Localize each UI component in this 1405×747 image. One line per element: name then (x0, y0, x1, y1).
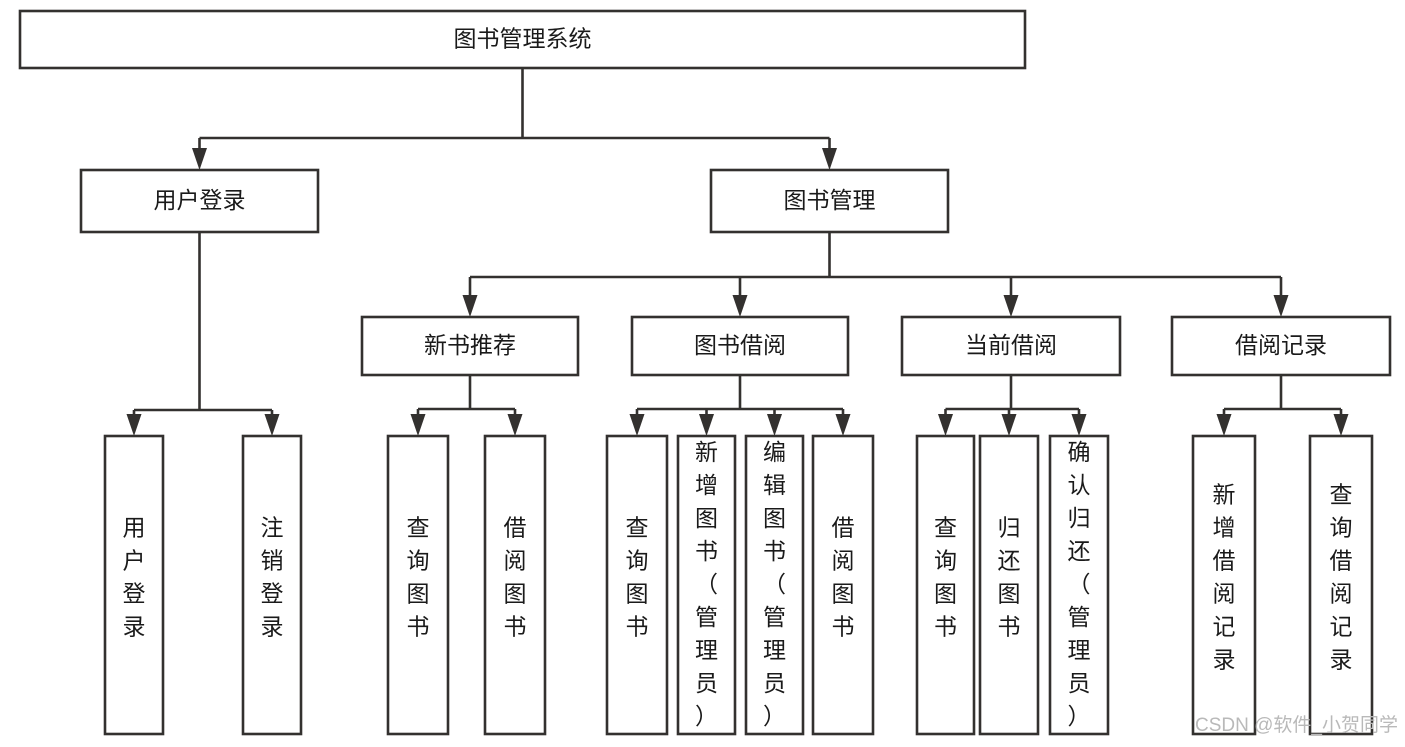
node-label-leaf-query-book-1: 查询图书 (407, 515, 430, 640)
node-label-leaf-add-book: 新增图书（管理员） (695, 439, 718, 729)
node-box-leaf-add-book[interactable] (676, 434, 737, 736)
connector-group-user-login (126, 232, 280, 436)
node-label-new-book-recommend: 新书推荐 (424, 332, 516, 358)
node-leaf-query-record[interactable]: 查询借阅记录 (1308, 434, 1374, 736)
arrow-head-icon (126, 414, 142, 436)
node-label-leaf-query-record: 查询借阅记录 (1330, 482, 1353, 673)
node-label-leaf-return-book: 归还图书 (998, 515, 1021, 640)
node-leaf-return-book[interactable]: 归还图书 (978, 434, 1040, 736)
node-leaf-borrow-book-1[interactable]: 借阅图书 (483, 434, 547, 736)
node-leaf-add-book[interactable]: 新增图书（管理员） (676, 434, 737, 736)
node-label-leaf-user-login: 用户登录 (123, 515, 146, 640)
node-book-manage[interactable]: 图书管理 (709, 168, 950, 234)
node-layer: 图书管理系统用户登录图书管理新书推荐图书借阅当前借阅借阅记录用户登录注销登录查询… (18, 9, 1392, 736)
csdn-watermark: CSDN @软件_小贺同学 (1195, 714, 1398, 736)
arrow-head-icon (822, 148, 837, 170)
arrow-head-icon (835, 414, 851, 436)
node-label-root: 图书管理系统 (454, 26, 592, 52)
connector-group-book-borrow (629, 375, 851, 436)
connector-group-borrow-record (1216, 375, 1349, 436)
arrow-head-icon (699, 414, 714, 436)
node-box-leaf-confirm-return[interactable] (1048, 434, 1110, 736)
node-borrow-record[interactable]: 借阅记录 (1170, 315, 1392, 377)
node-box-leaf-query-book-2[interactable] (605, 434, 669, 736)
connector-group-book-manage (462, 232, 1289, 317)
node-box-leaf-query-book-3[interactable] (915, 434, 976, 736)
node-box-leaf-edit-book[interactable] (744, 434, 805, 736)
node-label-book-manage: 图书管理 (784, 187, 876, 213)
arrow-head-icon (1071, 414, 1087, 436)
node-box-leaf-query-book-1[interactable] (386, 434, 450, 736)
node-box-user-login[interactable] (79, 168, 320, 234)
node-leaf-query-book-2[interactable]: 查询图书 (605, 434, 669, 736)
arrow-head-icon (192, 148, 207, 170)
node-label-leaf-confirm-return: 确认归还（管理员） (1068, 439, 1091, 729)
node-box-new-book-recommend[interactable] (360, 315, 580, 377)
node-box-leaf-return-book[interactable] (978, 434, 1040, 736)
arrow-head-icon (1333, 414, 1349, 436)
arrow-head-icon (1001, 414, 1017, 436)
connector-group-current-borrow (938, 375, 1087, 436)
arrow-head-icon (1273, 295, 1289, 317)
arrow-head-icon (732, 295, 748, 317)
node-box-book-borrow[interactable] (630, 315, 850, 377)
arrow-head-icon (629, 414, 645, 436)
node-box-leaf-borrow-book-2[interactable] (811, 434, 875, 736)
connector-group-root (192, 68, 837, 170)
node-leaf-borrow-book-2[interactable]: 借阅图书 (811, 434, 875, 736)
node-leaf-user-login[interactable]: 用户登录 (103, 434, 165, 736)
node-new-book-recommend[interactable]: 新书推荐 (360, 315, 580, 377)
node-book-borrow[interactable]: 图书借阅 (630, 315, 850, 377)
node-label-user-login: 用户登录 (154, 187, 246, 213)
node-box-leaf-logout[interactable] (241, 434, 303, 736)
node-label-leaf-borrow-book-1: 借阅图书 (504, 515, 527, 640)
node-label-leaf-borrow-book-2: 借阅图书 (832, 515, 855, 640)
node-current-borrow[interactable]: 当前借阅 (900, 315, 1122, 377)
arrow-head-icon (410, 414, 426, 436)
node-root[interactable]: 图书管理系统 (18, 9, 1027, 70)
arrow-head-icon (462, 295, 478, 317)
node-box-leaf-add-record[interactable] (1191, 434, 1257, 736)
node-label-borrow-record: 借阅记录 (1235, 332, 1327, 358)
arrow-head-icon (264, 414, 280, 436)
node-label-leaf-logout: 注销登录 (261, 515, 284, 640)
node-label-book-borrow: 图书借阅 (694, 332, 786, 358)
arrow-head-icon (1216, 414, 1232, 436)
node-label-leaf-edit-book: 编辑图书（管理员） (763, 439, 786, 729)
node-leaf-query-book-3[interactable]: 查询图书 (915, 434, 976, 736)
node-leaf-add-record[interactable]: 新增借阅记录 (1191, 434, 1257, 736)
arrow-head-icon (767, 414, 782, 436)
node-box-leaf-user-login[interactable] (103, 434, 165, 736)
node-box-borrow-record[interactable] (1170, 315, 1392, 377)
node-label-leaf-query-book-2: 查询图书 (626, 515, 649, 640)
node-label-leaf-add-record: 新增借阅记录 (1213, 482, 1236, 673)
arrow-head-icon (938, 414, 953, 436)
arrow-head-icon (507, 414, 523, 436)
node-box-current-borrow[interactable] (900, 315, 1122, 377)
connector-group-new-book-recommend (410, 375, 523, 436)
arrow-head-icon (1003, 295, 1019, 317)
connector-layer (126, 68, 1349, 436)
node-label-leaf-query-book-3: 查询图书 (934, 515, 957, 640)
node-box-root[interactable] (18, 9, 1027, 70)
node-box-leaf-borrow-book-1[interactable] (483, 434, 547, 736)
node-leaf-edit-book[interactable]: 编辑图书（管理员） (744, 434, 805, 736)
node-leaf-confirm-return[interactable]: 确认归还（管理员） (1048, 434, 1110, 736)
node-box-book-manage[interactable] (709, 168, 950, 234)
node-leaf-logout[interactable]: 注销登录 (241, 434, 303, 736)
node-user-login[interactable]: 用户登录 (79, 168, 320, 234)
node-label-current-borrow: 当前借阅 (965, 332, 1057, 358)
node-leaf-query-book-1[interactable]: 查询图书 (386, 434, 450, 736)
node-box-leaf-query-record[interactable] (1308, 434, 1374, 736)
